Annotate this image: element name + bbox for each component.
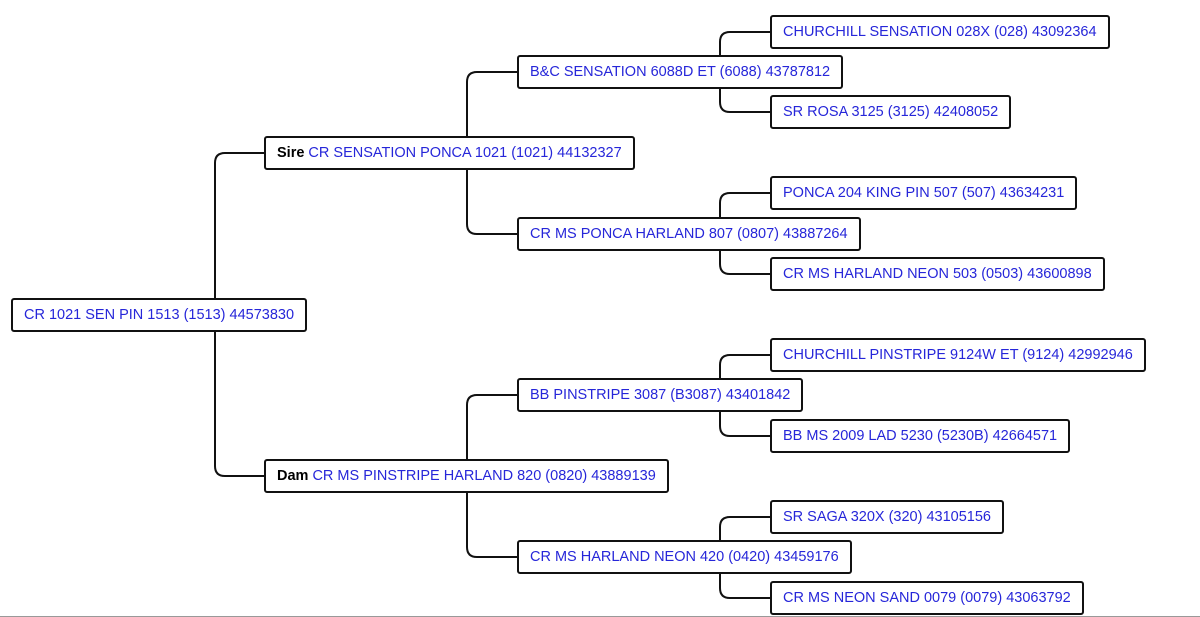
sire-dam-animal-link[interactable]: CR MS PONCA HARLAND 807 (0807) 43887264 [530, 226, 848, 242]
dam-animal-link[interactable]: CR MS PINSTRIPE HARLAND 820 (0820) 43889… [312, 468, 656, 484]
connector-sire-sire [466, 71, 519, 136]
animal-node-dam-sire: BB PINSTRIPE 3087 (B3087) 43401842 [517, 378, 804, 412]
root-animal-link[interactable]: CR 1021 SEN PIN 1513 (1513) 44573830 [24, 307, 295, 323]
connector-sds [719, 192, 772, 217]
sire-sire-animal-link[interactable]: B&C SENSATION 6088D ET (6088) 43787812 [530, 64, 831, 80]
connector-ddd [719, 574, 772, 599]
connector-root-dam [214, 332, 266, 477]
connector-dsd [719, 412, 772, 437]
dam-sire-dam-animal-link[interactable]: BB MS 2009 LAD 5230 (5230B) 42664571 [783, 428, 1058, 444]
animal-node-dam-sire-dam: BB MS 2009 LAD 5230 (5230B) 42664571 [770, 419, 1071, 453]
sire-role-label: Sire [277, 145, 305, 161]
connector-dss [719, 354, 772, 378]
connector-dam-sire [466, 394, 519, 459]
animal-node-dam-sire-sire: CHURCHILL PINSTRIPE 9124W ET (9124) 4299… [770, 338, 1146, 372]
dam-role-label: Dam [277, 468, 309, 484]
animal-node-dam-dam: CR MS HARLAND NEON 420 (0420) 43459176 [517, 540, 852, 574]
dam-dam-sire-animal-link[interactable]: SR SAGA 320X (320) 43105156 [783, 509, 991, 525]
connector-sire-dam [466, 170, 519, 235]
connector-dam-dam [466, 493, 519, 558]
animal-node-dam-dam-dam: CR MS NEON SAND 0079 (0079) 43063792 [770, 581, 1084, 615]
dam-dam-animal-link[interactable]: CR MS HARLAND NEON 420 (0420) 43459176 [530, 549, 839, 565]
connector-root-sire [214, 152, 266, 298]
animal-node-root: CR 1021 SEN PIN 1513 (1513) 44573830 [11, 298, 308, 332]
dam-dam-dam-animal-link[interactable]: CR MS NEON SAND 0079 (0079) 43063792 [783, 590, 1071, 606]
dam-sire-sire-animal-link[interactable]: CHURCHILL PINSTRIPE 9124W ET (9124) 4299… [783, 347, 1133, 363]
animal-node-sire-dam-dam: CR MS HARLAND NEON 503 (0503) 43600898 [770, 257, 1105, 291]
connector-ssd [719, 89, 772, 113]
animal-node-sire-sire: B&C SENSATION 6088D ET (6088) 43787812 [517, 55, 844, 89]
animal-node-sire-sire-dam: SR ROSA 3125 (3125) 42408052 [770, 95, 1012, 129]
sire-dam-sire-animal-link[interactable]: PONCA 204 KING PIN 507 (507) 43634231 [783, 185, 1065, 201]
animal-node-dam-dam-sire: SR SAGA 320X (320) 43105156 [770, 500, 1004, 534]
animal-node-sire-sire-sire: CHURCHILL SENSATION 028X (028) 43092364 [770, 15, 1110, 49]
animal-node-sire-dam-sire: PONCA 204 KING PIN 507 (507) 43634231 [770, 176, 1078, 210]
sire-sire-dam-animal-link[interactable]: SR ROSA 3125 (3125) 42408052 [783, 104, 999, 120]
sire-sire-sire-animal-link[interactable]: CHURCHILL SENSATION 028X (028) 43092364 [783, 24, 1097, 40]
animal-node-sire-dam: CR MS PONCA HARLAND 807 (0807) 43887264 [517, 217, 861, 251]
sire-dam-dam-animal-link[interactable]: CR MS HARLAND NEON 503 (0503) 43600898 [783, 266, 1092, 282]
dam-sire-animal-link[interactable]: BB PINSTRIPE 3087 (B3087) 43401842 [530, 387, 791, 403]
connector-dds [719, 516, 772, 540]
sire-animal-link[interactable]: CR SENSATION PONCA 1021 (1021) 44132327 [308, 145, 622, 161]
connector-sdd [719, 251, 772, 275]
connector-sss [719, 31, 772, 55]
